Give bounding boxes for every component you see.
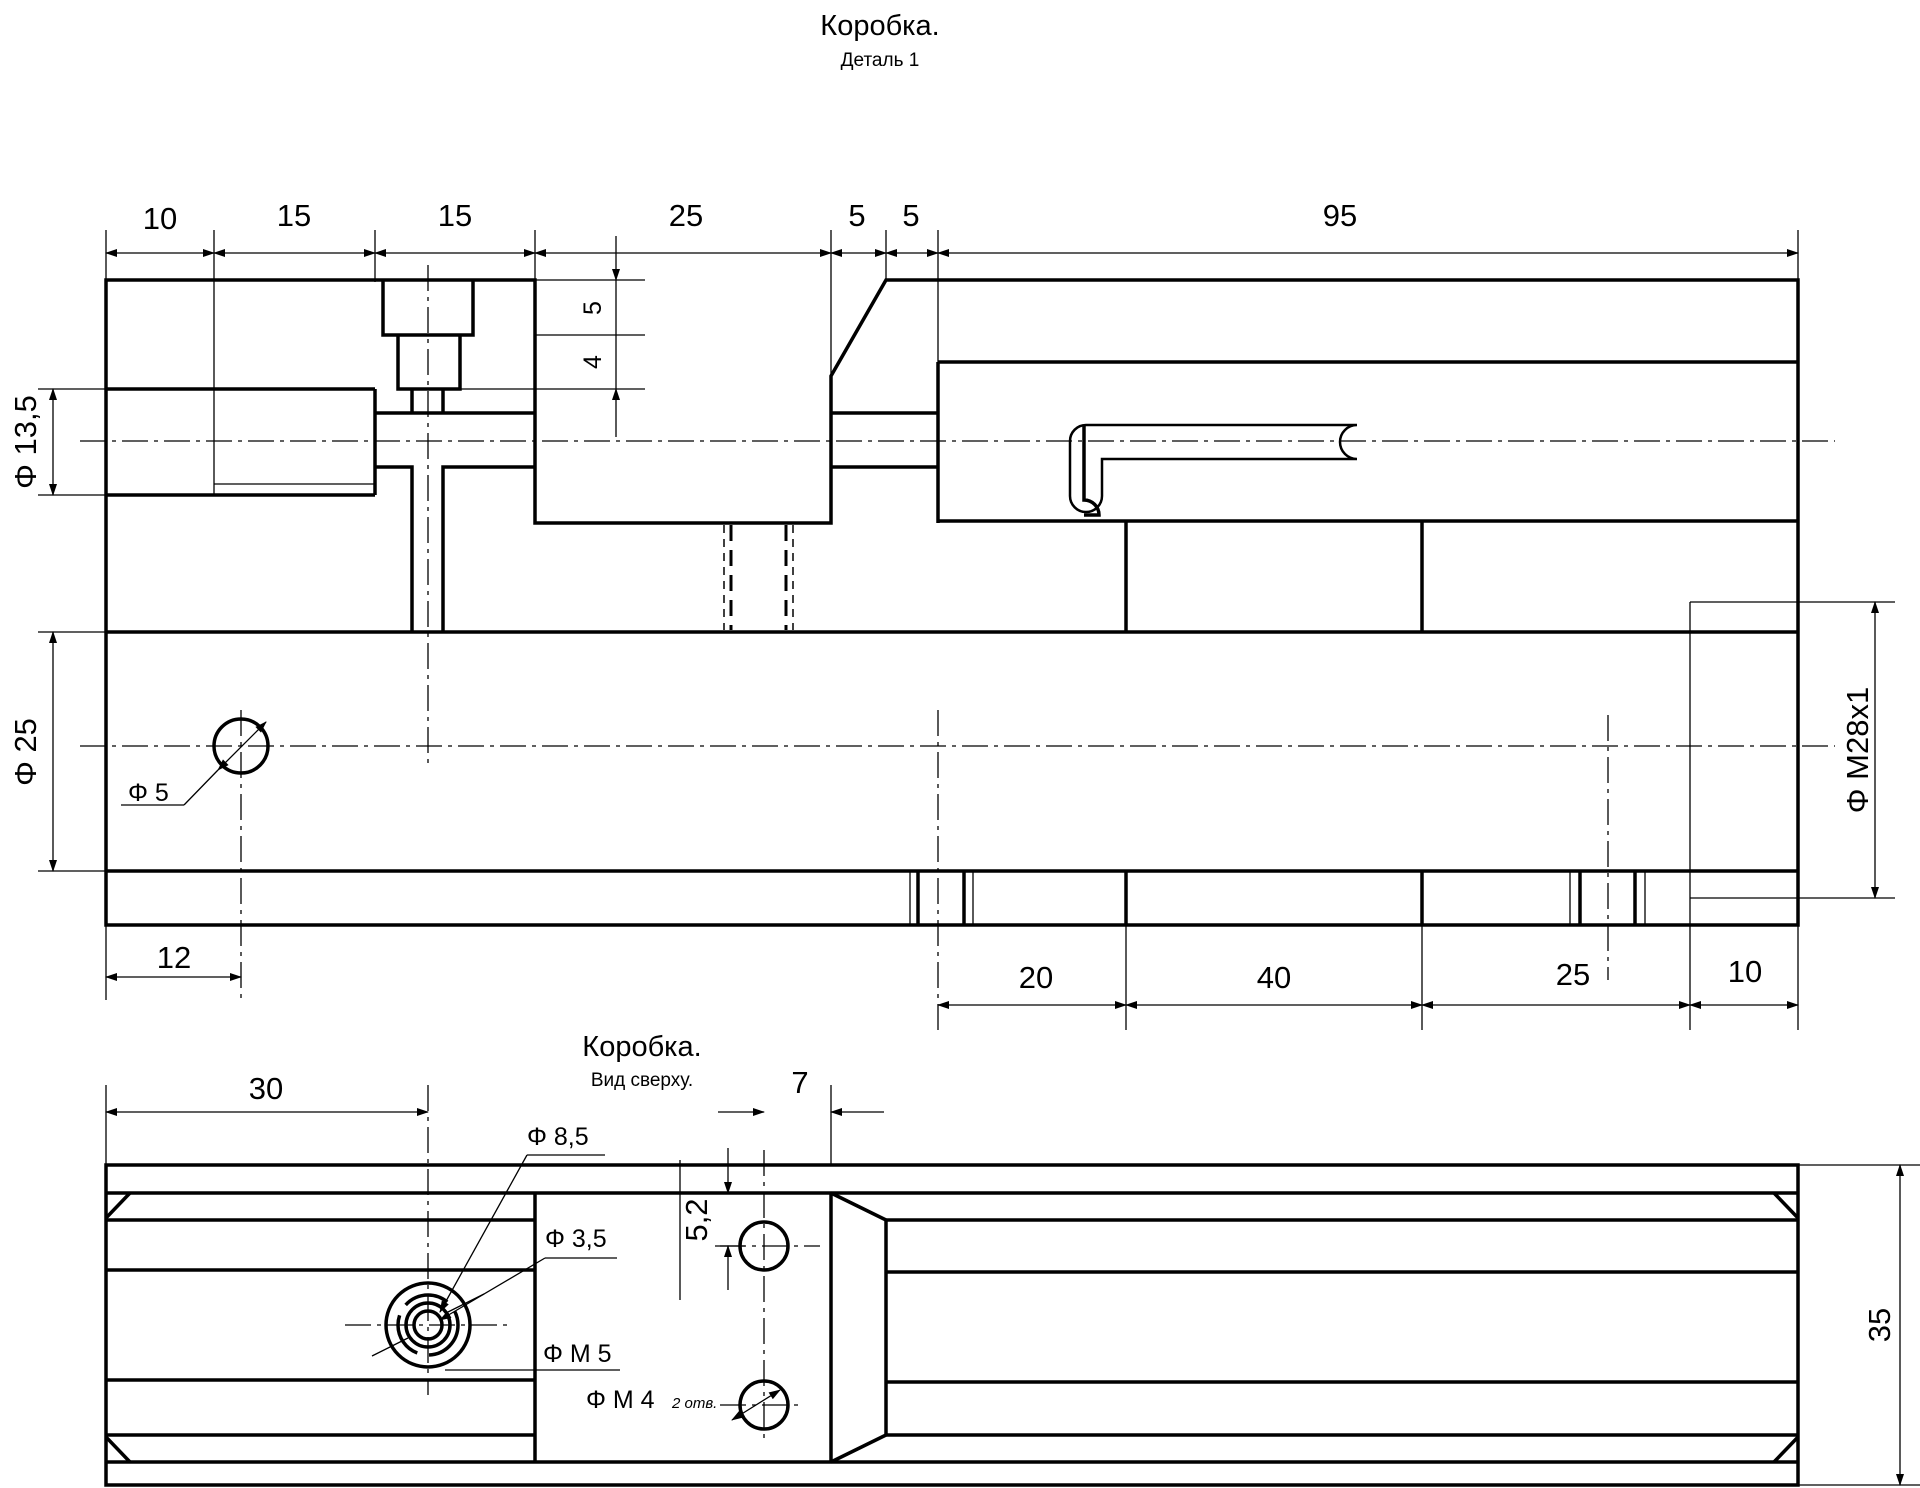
dim-top-3: 15 <box>438 198 472 233</box>
dim-side-52: 5,2 <box>679 1198 714 1241</box>
dim-bottom-25: 25 <box>1556 957 1590 992</box>
label-d85: Φ 8,5 <box>527 1123 589 1151</box>
front-view-subtitle: Деталь 1 <box>841 50 920 71</box>
dim-top-4: 25 <box>669 198 703 233</box>
dim-side-35: 35 <box>1862 1308 1897 1342</box>
label-m4: Φ M 4 <box>586 1386 655 1414</box>
dim-bottom-40: 40 <box>1257 960 1291 995</box>
dim-top-5: 5 <box>848 198 865 233</box>
dim-top-30: 30 <box>249 1071 283 1106</box>
thread-m28-label: Φ M28x1 <box>1840 687 1875 813</box>
label-d35: Φ 3,5 <box>545 1225 607 1253</box>
dim-bottom-20: 20 <box>1019 960 1053 995</box>
dim-inner-4: 4 <box>579 355 607 369</box>
top-view: 30 7 5,2 35 Φ 8,5 Φ 3,5 Φ M 5 Φ M 4 2 от… <box>104 1065 1920 1487</box>
dim-top-6: 5 <box>902 198 919 233</box>
dim-bottom-12: 12 <box>157 940 191 975</box>
front-view: 10 15 15 25 5 5 95 5 4 Φ 13,5 Φ 25 Φ 5 <box>8 198 1895 1030</box>
dim-top-7: 7 <box>791 1065 808 1100</box>
hole-d5-label: Φ 5 <box>128 779 169 807</box>
dim-bottom-10: 10 <box>1728 954 1762 989</box>
dim-inner-5: 5 <box>579 301 607 315</box>
dim-left-d135: Φ 13,5 <box>8 395 43 489</box>
dim-left-d25: Φ 25 <box>8 718 43 786</box>
dim-top-1: 10 <box>143 201 177 236</box>
top-view-subtitle: Вид сверху. <box>591 1070 693 1091</box>
dim-top-7: 95 <box>1323 198 1357 233</box>
front-view-title: Коробка. <box>820 10 939 42</box>
label-m4-note: 2 отв. <box>671 1395 717 1412</box>
dim-top-2: 15 <box>277 198 311 233</box>
label-m5: Φ M 5 <box>543 1340 612 1368</box>
top-view-title: Коробка. <box>582 1031 701 1063</box>
